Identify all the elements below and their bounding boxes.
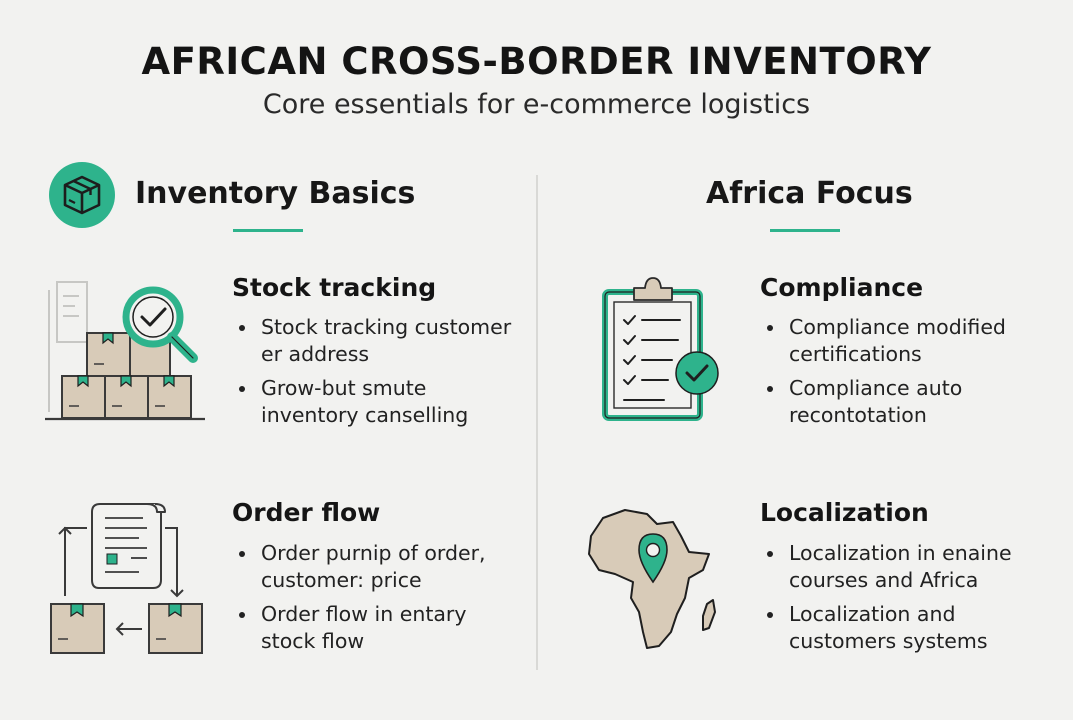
list-item: Localization in enaine courses and Afric… [761, 540, 1061, 594]
column-divider [536, 175, 538, 670]
list-item: Grow-but smute inventory canselling [233, 375, 523, 429]
list-item: Order flow in entary stock flow [233, 601, 523, 655]
order-flow-icon [50, 503, 203, 654]
list-item: Stock tracking customer er address [233, 314, 523, 368]
stock-tracking-title: Stock tracking [232, 273, 437, 302]
africa-focus-heading: Africa Focus [706, 176, 913, 211]
page-subtitle: Core essentials for e-commerce logistics [262, 89, 811, 120]
stock-tracking-bullets: Stock tracking customer er address Grow-… [233, 314, 523, 436]
list-item: Compliance modified certifications [761, 314, 1061, 368]
order-flow-bullets: Order purnip of order, customer: price O… [233, 540, 523, 662]
list-item: Order purnip of order, customer: price [233, 540, 523, 594]
inventory-basics-heading: Inventory Basics [135, 176, 416, 211]
localization-bullets: Localization in enaine courses and Afric… [761, 540, 1061, 662]
list-item: Localization and customers systems [761, 601, 1061, 655]
localization-title: Localization [760, 498, 929, 527]
africa-map-pin-icon [588, 509, 716, 649]
inventory-basics-underline [233, 229, 303, 232]
clipboard-check-icon [602, 277, 719, 421]
compliance-title: Compliance [760, 273, 924, 302]
order-flow-title: Order flow [232, 498, 381, 527]
page-title: AFRICAN CROSS-BORDER INVENTORY [141, 40, 932, 83]
package-icon [49, 162, 115, 228]
inventory-magnifier-icon [45, 281, 205, 421]
africa-focus-underline [770, 229, 840, 232]
compliance-bullets: Compliance modified certifications Compl… [761, 314, 1061, 436]
list-item: Compliance auto recontotation [761, 375, 1061, 429]
